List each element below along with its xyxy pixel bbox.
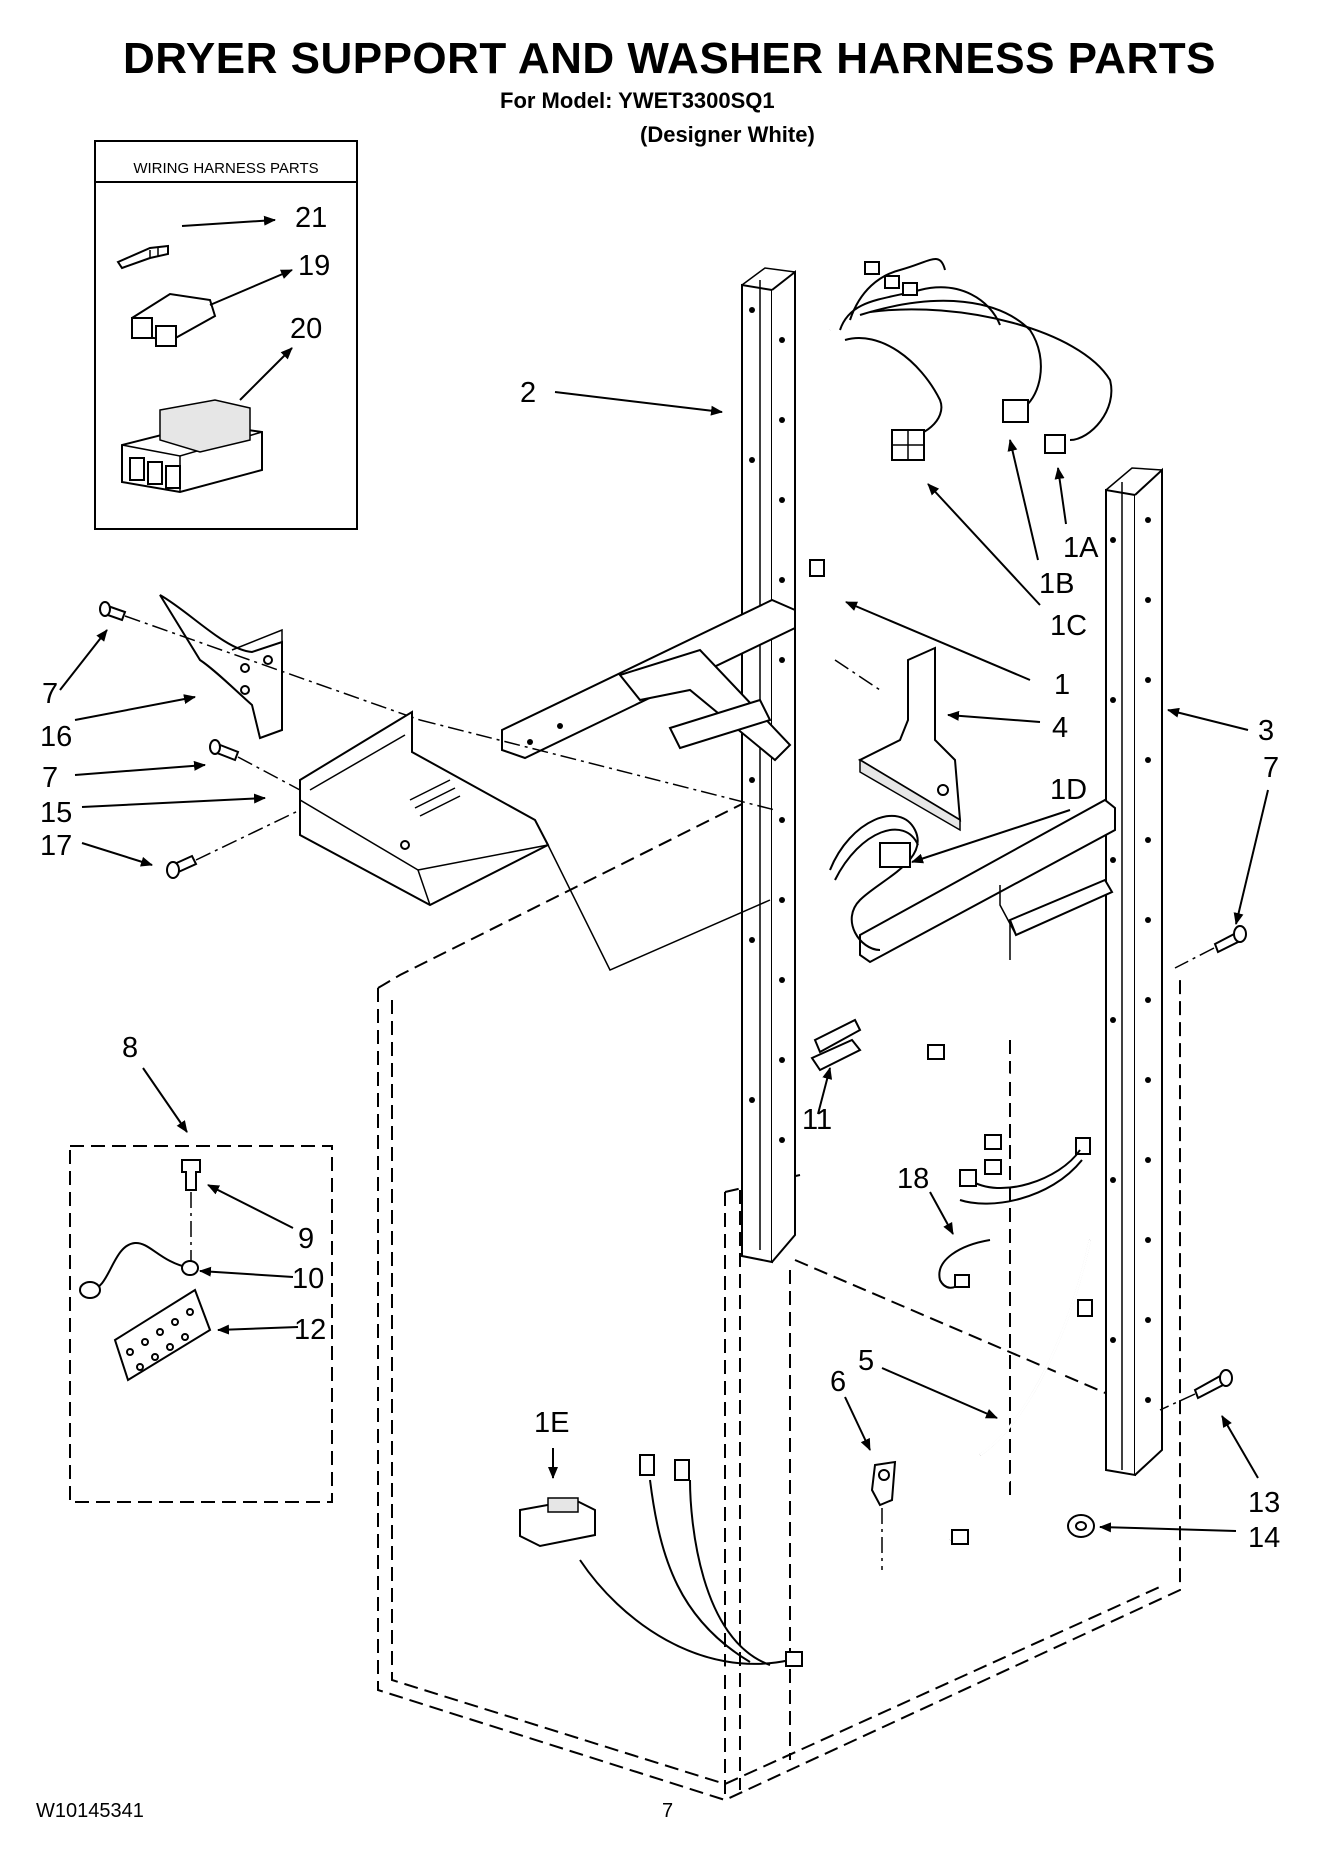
callout-arrows [59, 391, 1269, 1533]
model-line: For Model: YWET3300SQ1 [500, 88, 775, 113]
screw-part-17 [166, 809, 301, 879]
callout-12: 12 [294, 1314, 326, 1346]
callout-14: 14 [1248, 1522, 1280, 1554]
callout-5: 5 [858, 1345, 874, 1377]
callout-8: 8 [122, 1032, 138, 1064]
support-post-right-part-3 [1105, 467, 1163, 1477]
bracket-part-16 [159, 594, 283, 740]
callout-21: 21 [295, 202, 327, 234]
callout-6: 6 [830, 1366, 846, 1398]
callout-16: 16 [40, 721, 72, 753]
cross-bracket-right [859, 798, 1116, 964]
callout-9: 9 [298, 1223, 314, 1255]
callout-3: 3 [1258, 715, 1274, 747]
color-line: (Designer White) [640, 122, 815, 147]
washer-part-14 [1067, 1514, 1095, 1538]
callout-7-top: 7 [42, 678, 58, 710]
callout-18: 18 [897, 1163, 929, 1195]
block-connector-part-20 [121, 399, 263, 494]
callout-1: 1 [1054, 669, 1070, 701]
document-number: W10145341 [36, 1800, 144, 1822]
screw-part-9 [181, 1159, 201, 1191]
callout-11: 11 [802, 1104, 832, 1136]
clip-part-6 [870, 1460, 897, 1570]
callout-1D: 1D [1050, 774, 1087, 806]
screw-part-7-mid [209, 739, 301, 791]
callout-20: 20 [290, 313, 322, 345]
screw-part-13 [1159, 1369, 1233, 1411]
callout-2: 2 [520, 377, 536, 409]
zip-tie-part-18 [938, 1239, 991, 1289]
connector-clip-part-19 [130, 292, 217, 347]
callout-labels: 2 1A 1B 1C 1 4 3 7 1D 7 16 7 15 17 11 8 … [40, 377, 1280, 1554]
strap-part-12 [113, 1288, 212, 1382]
inset-title: WIRING HARNESS PARTS [133, 160, 318, 177]
cover-part-15 [299, 710, 550, 907]
callout-7-right: 7 [1263, 752, 1279, 784]
callout-1B: 1B [1039, 568, 1074, 600]
wiring-harness-inset: WIRING HARNESS PARTS 21 19 20 [94, 140, 358, 530]
callout-17: 17 [40, 830, 72, 862]
callout-7-mid: 7 [42, 762, 58, 794]
wire-harness-part-1 [519, 258, 1113, 1670]
support-post-left-part-2 [741, 267, 796, 1264]
clip-part-11 [810, 1018, 862, 1072]
page-title: DRYER SUPPORT AND WASHER HARNESS PARTS [122, 34, 1217, 83]
ground-wire-part-10 [79, 1241, 199, 1299]
callout-19: 19 [298, 250, 330, 282]
terminal-part-21 [116, 244, 169, 270]
screw-part-7-right [1174, 925, 1247, 969]
screw-part-7-top [99, 601, 421, 721]
callout-13: 13 [1248, 1487, 1280, 1519]
bracket-part-4 [834, 646, 962, 832]
callout-15: 15 [40, 797, 72, 829]
hose-part-5 [979, 1239, 1092, 1457]
callout-4: 4 [1052, 712, 1068, 744]
cross-bracket-left [501, 598, 796, 762]
ground-kit-part-8-box [69, 1145, 333, 1503]
callout-1A: 1A [1063, 532, 1099, 564]
callout-1E: 1E [534, 1407, 569, 1439]
callout-10: 10 [292, 1263, 324, 1295]
page-number: 7 [662, 1800, 674, 1822]
callout-1C: 1C [1050, 610, 1087, 642]
